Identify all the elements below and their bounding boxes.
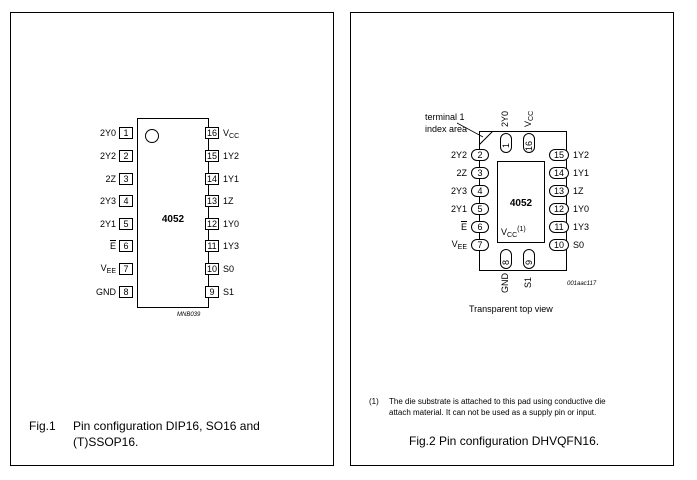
- fig1-code: MNB039: [177, 312, 201, 318]
- fig1-pin-label: 1Y0: [223, 219, 240, 229]
- fig1-pin1-notch-icon: [145, 129, 159, 143]
- fig2-pad-left: 3: [471, 167, 489, 179]
- fig2-pad-bottom: 9: [523, 249, 535, 269]
- fig1-chip-label: 4052: [161, 214, 185, 225]
- fig1-pin-label: 2Y3: [99, 196, 116, 206]
- fig2-chip-label: 4052: [509, 198, 533, 209]
- fig1-pin-num: 8: [119, 286, 133, 298]
- fig2-pin-label: 1Y0: [573, 204, 590, 214]
- fig2-index-leader-line: [457, 122, 484, 138]
- fig1-pin-num: 6: [119, 240, 133, 252]
- fig1-pin-num: 2: [119, 150, 133, 162]
- fig1-pin-num: 15: [205, 150, 219, 162]
- fig1-caption-num: Fig.1: [29, 419, 56, 433]
- fig2-pad-right: 10: [549, 239, 569, 251]
- fig2-pad-right: 14: [549, 167, 569, 179]
- fig1-pin-label: 2Z: [105, 174, 116, 184]
- fig1-pin-num: 12: [205, 218, 219, 230]
- fig2-pin-label: 1Y2: [573, 150, 590, 160]
- fig2-pad-bottom: 8: [500, 249, 512, 269]
- fig2-pad-top: 16: [523, 133, 535, 153]
- fig2-caption: Fig.2 Pin configuration DHVQFN16.: [409, 434, 600, 448]
- fig2-pad-left: 6: [471, 221, 489, 233]
- fig2-footnote-text: attach material. It can not be used as a…: [389, 408, 597, 417]
- fig1-pin-num: 13: [205, 195, 219, 207]
- fig2-pin-label: VEE: [451, 239, 467, 252]
- fig2-pad-top: 1: [500, 133, 512, 153]
- fig2-pad-num: 9: [524, 259, 534, 265]
- fig2-pin-label: 2Y1: [450, 204, 467, 214]
- fig2-pin-label: 2Y2: [450, 150, 467, 160]
- fig2-pin-label: 2Y3: [450, 186, 467, 196]
- fig2-pad-right: 12: [549, 203, 569, 215]
- fig2-index-label: terminal 1: [425, 112, 465, 122]
- fig2-exposed-pad: 4052 VCC(1): [497, 161, 545, 243]
- fig1-pin-num: 9: [205, 286, 219, 298]
- fig2-pin-label: 1Y1: [573, 168, 590, 178]
- fig1-pin-label: 1Y3: [223, 241, 240, 251]
- fig1-pin-label: E: [109, 241, 116, 251]
- fig1-pin-label: S1: [223, 287, 235, 297]
- fig2-pin-label: S0: [573, 240, 585, 250]
- fig2-pin-label: 2Z: [456, 168, 467, 178]
- fig2-code: 001aac117: [567, 281, 597, 287]
- fig1-pin-num: 3: [119, 173, 133, 185]
- fig1-pin-num: 11: [205, 240, 219, 252]
- fig2-index-label: index area: [425, 124, 468, 134]
- fig1-pin-label: 1Z: [223, 196, 234, 206]
- fig2-pad-right: 13: [549, 185, 569, 197]
- fig2-pin-label: 1Y3: [573, 222, 590, 232]
- fig1-pin-num: 10: [205, 263, 219, 275]
- fig2-footnote-text: The die substrate is attached to this pa…: [389, 397, 606, 406]
- fig2-view-label: Transparent top view: [469, 304, 553, 314]
- fig1-chip-body: 4052: [137, 118, 209, 308]
- fig1-pin-num: 4: [119, 195, 133, 207]
- fig2-pad-left: 7: [471, 239, 489, 251]
- fig1-pin-label: 1Y1: [223, 174, 240, 184]
- fig1-pin-num: 16: [205, 127, 219, 139]
- fig2-index-mark-icon: [479, 131, 494, 146]
- fig2-pin-label: S1: [523, 276, 533, 288]
- fig1-caption-text: Pin configuration DIP16, SO16 and (T)SSO…: [73, 419, 260, 449]
- fig1-pin-label: S0: [223, 264, 235, 274]
- fig2-package-outline: [479, 131, 567, 271]
- fig2-panel: 4052 VCC(1) terminal 1 index area 1 16 2…: [350, 12, 674, 466]
- fig1-pin-label: GND: [96, 287, 116, 297]
- fig2-pin-label: 1Z: [573, 186, 584, 196]
- fig2-pin-label: E: [460, 222, 467, 232]
- fig2-pad-num: 16: [524, 140, 534, 151]
- fig2-pad-right: 15: [549, 149, 569, 161]
- fig1-pin-label: VEE: [100, 263, 116, 276]
- fig1-panel: 4052 1 2 3 4 5 6 7 8 2Y0 2Y2 2Z 2Y3 2Y1 …: [10, 12, 334, 466]
- fig1-pin-label: 1Y2: [223, 151, 240, 161]
- fig2-pad-num: 8: [501, 259, 511, 265]
- fig2-pad-left: 2: [471, 149, 489, 161]
- fig2-center-supply-label: VCC(1): [501, 226, 526, 239]
- fig1-pin-label: 2Y1: [99, 219, 116, 229]
- fig1-pin-label: 2Y2: [99, 151, 116, 161]
- fig2-pad-num: 1: [501, 142, 511, 148]
- fig2-pad-left: 5: [471, 203, 489, 215]
- fig1-pin-label: 2Y0: [99, 128, 116, 138]
- fig1-pin-num: 1: [119, 127, 133, 139]
- fig2-pad-left: 4: [471, 185, 489, 197]
- fig1-pin-label: VCC: [223, 128, 240, 141]
- fig2-pad-right: 11: [549, 221, 569, 233]
- fig1-pin-num: 7: [119, 263, 133, 275]
- fig2-pin-label: GND: [500, 273, 510, 293]
- fig1-pin-num: 14: [205, 173, 219, 185]
- fig2-footnote-num: (1): [369, 397, 379, 406]
- fig2-pin-label: 2Y0: [500, 110, 510, 127]
- fig2-pin-label: VCC: [523, 110, 535, 127]
- fig1-pin-num: 5: [119, 218, 133, 230]
